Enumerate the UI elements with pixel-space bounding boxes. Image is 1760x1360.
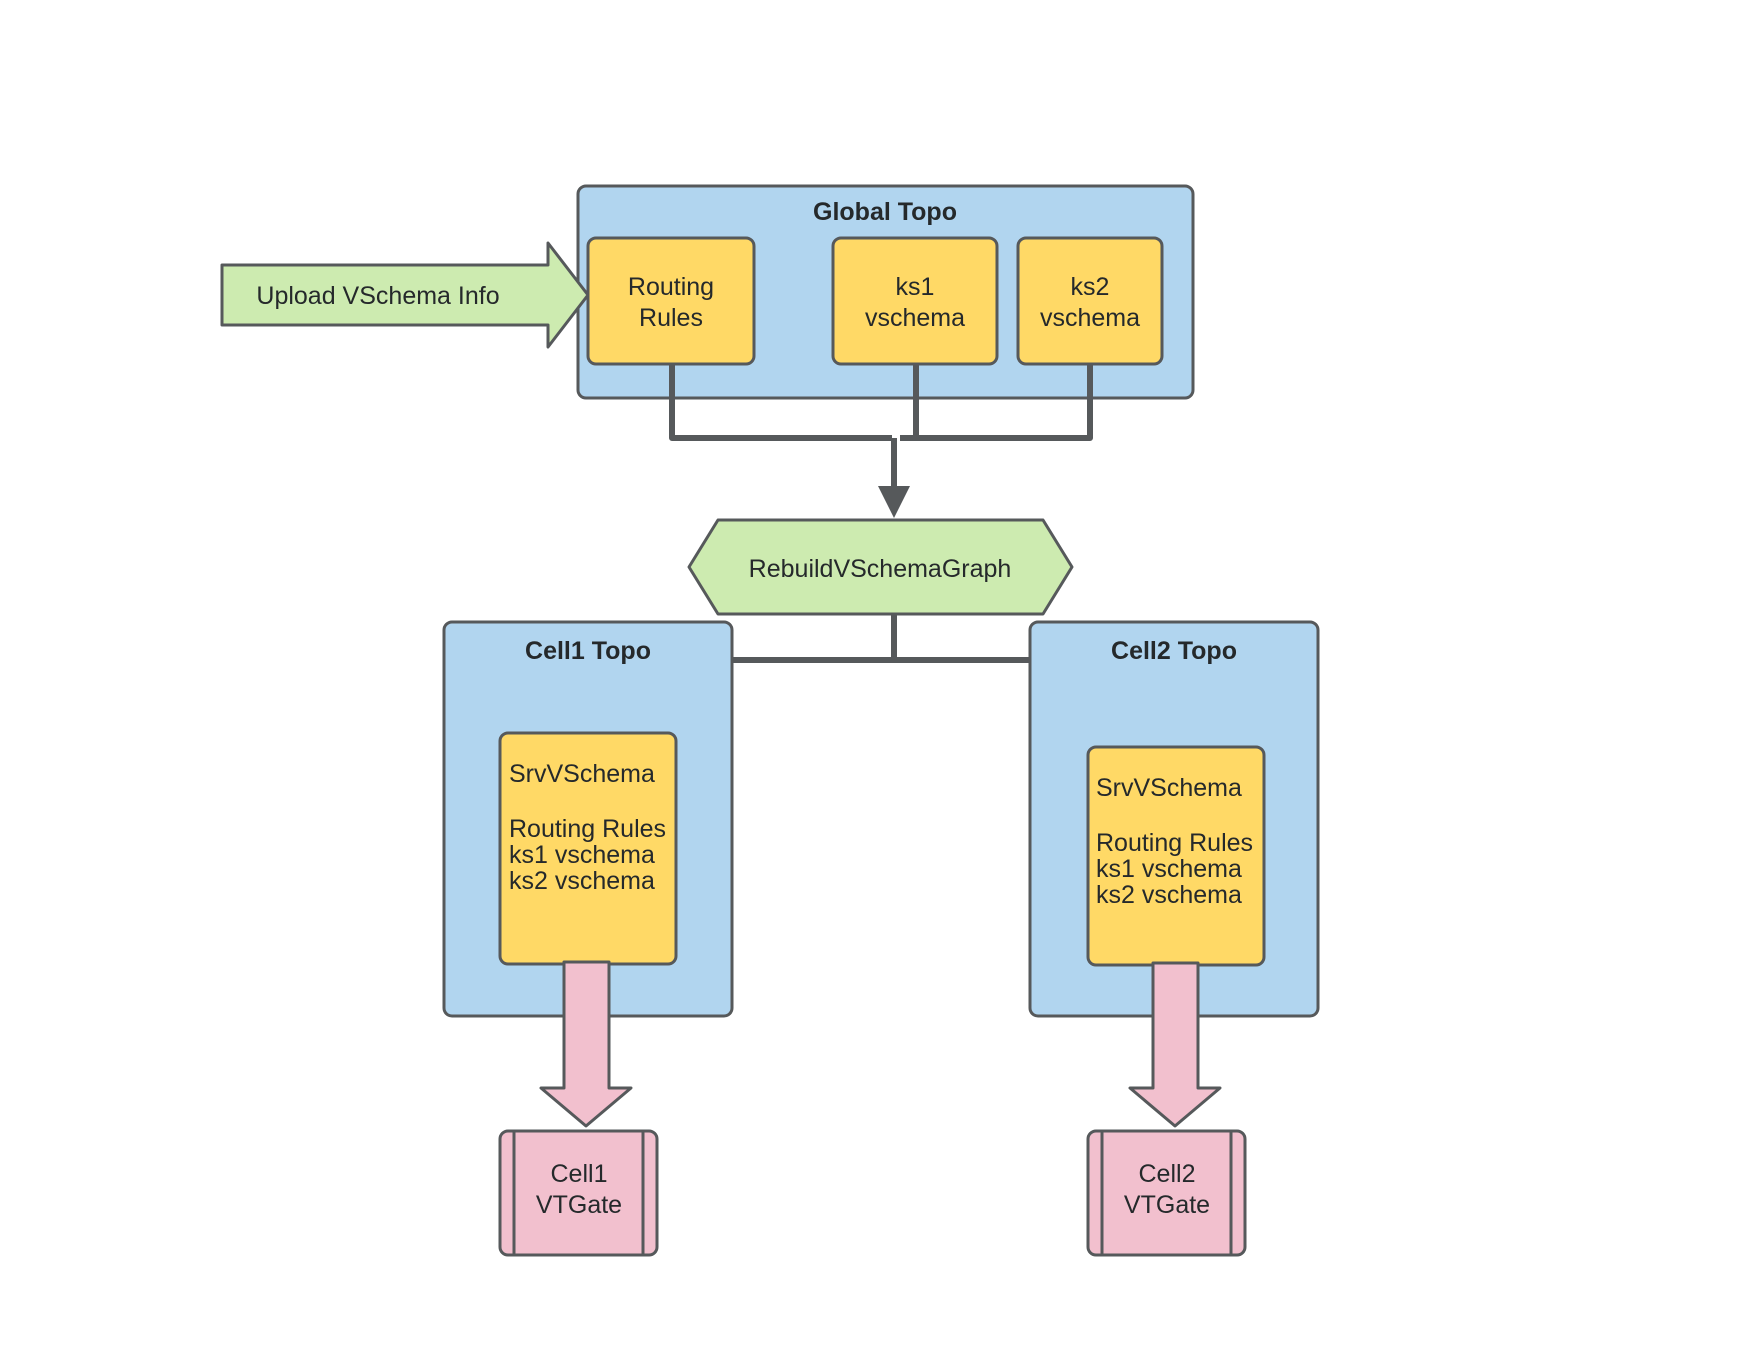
cell1-srvvschema-heading: SrvVSchema [509, 760, 655, 788]
cell1-topo-title: Cell1 Topo [525, 637, 651, 665]
upload-vschema-arrow-shape[interactable] [220, 241, 590, 349]
cell2-vtgate-group[interactable]: Cell2 VTGate [1086, 1129, 1247, 1257]
cell1-vtgate-shape[interactable] [498, 1129, 659, 1257]
cell1-srvvschema-item-routing-rules: Routing Rules [509, 815, 666, 843]
cell1-vtgate-line1: Cell1 [551, 1160, 608, 1188]
cell2-topo-title: Cell2 Topo [1111, 637, 1237, 665]
cell1-vtgate-line2: VTGate [536, 1191, 622, 1219]
cell2-srvvschema-to-vtgate-arrow [1128, 961, 1222, 1128]
cell2-srvvschema-item-ks1: ks1 vschema [1096, 855, 1242, 883]
cell1-srvvschema-item-ks2: ks2 vschema [509, 867, 655, 895]
node-ks2-vschema-line2: vschema [1040, 304, 1140, 332]
rebuild-vschema-graph-label: RebuildVSchemaGraph [749, 555, 1012, 583]
rebuild-vschema-graph-shape[interactable] [687, 518, 1074, 616]
node-routing-rules-line1: Routing [628, 273, 714, 301]
rebuild-vschema-graph-group[interactable]: RebuildVSchemaGraph [687, 518, 1074, 616]
cell1-srvvschema-to-vtgate-arrow [539, 960, 633, 1128]
global-topo-title: Global Topo [813, 198, 957, 226]
cell2-srvvschema-item-ks2: ks2 vschema [1096, 881, 1242, 909]
cell2-vtgate-line2: VTGate [1124, 1191, 1210, 1219]
node-ks2-vschema[interactable] [1016, 236, 1164, 366]
arrowhead-into-rebuild [878, 486, 910, 518]
node-ks1-vschema-line1: ks1 [896, 273, 935, 301]
cell1-push-arrow-shape [539, 960, 633, 1128]
cell2-srvvschema-item-routing-rules: Routing Rules [1096, 829, 1253, 857]
cell2-vtgate-line1: Cell2 [1139, 1160, 1196, 1188]
node-routing-rules-line2: Rules [639, 304, 703, 332]
cell1-topo-group: Cell1 Topo SrvVSchema Routing Rules ks1 … [442, 620, 734, 1018]
global-to-rebuild-connectors [669, 364, 1093, 518]
cell2-vtgate-shape[interactable] [1086, 1129, 1247, 1257]
node-ks2-vschema-line1: ks2 [1071, 273, 1110, 301]
global-topo-group: Global Topo Routing Rules ks1 vschema ks… [576, 184, 1195, 400]
upload-vschema-arrow-label: Upload VSchema Info [256, 282, 499, 310]
connector-routing-rules-to-rebuild [669, 364, 892, 441]
node-routing-rules[interactable] [586, 236, 756, 366]
cell1-srvvschema-item-ks1: ks1 vschema [509, 841, 655, 869]
cell2-srvvschema-heading: SrvVSchema [1096, 774, 1242, 802]
upload-vschema-arrow-group[interactable]: Upload VSchema Info [220, 241, 590, 349]
cell2-topo-group: Cell2 Topo SrvVSchema Routing Rules ks1 … [1028, 620, 1320, 1018]
cell2-push-arrow-shape [1128, 961, 1222, 1128]
node-ks1-vschema-line2: vschema [865, 304, 965, 332]
cell1-vtgate-group[interactable]: Cell1 VTGate [498, 1129, 659, 1257]
node-ks1-vschema[interactable] [831, 236, 999, 366]
connector-ks2-to-rebuild [900, 364, 1093, 441]
